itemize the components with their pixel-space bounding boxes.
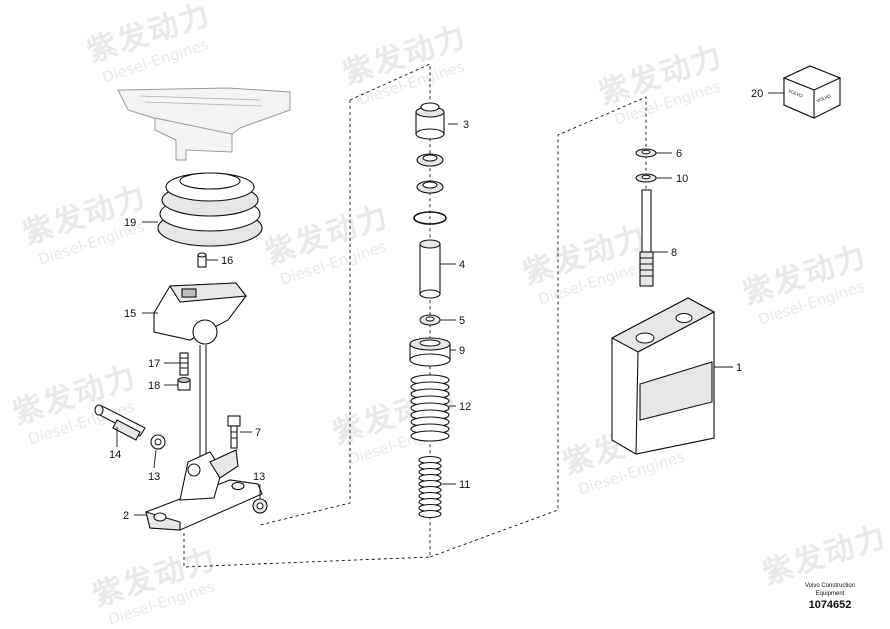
base-plate-2 (145, 449, 263, 531)
callout-5: 5 (459, 315, 465, 327)
washer-10 (635, 173, 657, 183)
callout-18: 18 (148, 380, 160, 392)
washer-5 (419, 314, 441, 326)
callout-20: 20 (751, 88, 763, 100)
pedal-plate (117, 87, 291, 161)
box-20: VOLVO VOLVO (782, 65, 842, 119)
footer-block: Volvo Construction Equipment 1074652 (790, 582, 870, 612)
block-15 (153, 282, 248, 345)
callout-12: 12 (459, 401, 471, 413)
callout-2: 2 (123, 510, 129, 522)
callout-17: 17 (148, 358, 160, 370)
callout-4: 4 (459, 259, 465, 271)
callout-13-left: 13 (148, 471, 160, 483)
box-label-left: VOLVO (787, 88, 803, 99)
bushing-13-left (150, 434, 166, 450)
nut-18 (177, 376, 191, 391)
bushing-13-right (252, 498, 268, 514)
callout-9: 9 (459, 345, 465, 357)
callout-19: 19 (124, 217, 136, 229)
screw-17 (179, 352, 189, 376)
callout-6: 6 (676, 148, 682, 160)
callout-15: 15 (124, 308, 136, 320)
callout-7: 7 (255, 427, 261, 439)
document-number: 1074652 (808, 599, 852, 611)
pin-14 (94, 404, 146, 441)
brand-line-1: Volvo Construction (804, 583, 856, 589)
callout-14: 14 (109, 449, 121, 461)
callout-11: 11 (459, 479, 470, 491)
pin-16 (197, 252, 207, 268)
callout-10: 10 (676, 173, 688, 185)
box-label-right: VOLVO (816, 93, 832, 104)
ring-6 (635, 148, 657, 158)
bolt-7 (227, 415, 241, 449)
callout-13-right: 13 (253, 471, 265, 483)
ring-middle (416, 180, 444, 194)
callout-1: 1 (736, 362, 742, 374)
plunger-4 (419, 239, 441, 299)
rubber-boot-19 (157, 172, 263, 247)
assembly-boundary-right (429, 96, 647, 558)
spring-seat-9 (409, 337, 451, 367)
callout-16: 16 (221, 255, 233, 267)
o-ring (413, 211, 447, 225)
spring-11 (418, 455, 442, 519)
callout-8: 8 (671, 247, 677, 259)
ring-upper (416, 153, 444, 167)
brand-line-2: Equipment (815, 591, 845, 597)
valve-body-1 (610, 297, 716, 455)
cap-3 (415, 102, 445, 140)
spring-12 (410, 374, 450, 442)
callout-3: 3 (463, 119, 469, 131)
rod-8 (639, 189, 654, 287)
assembly-boundary-left (259, 100, 351, 526)
